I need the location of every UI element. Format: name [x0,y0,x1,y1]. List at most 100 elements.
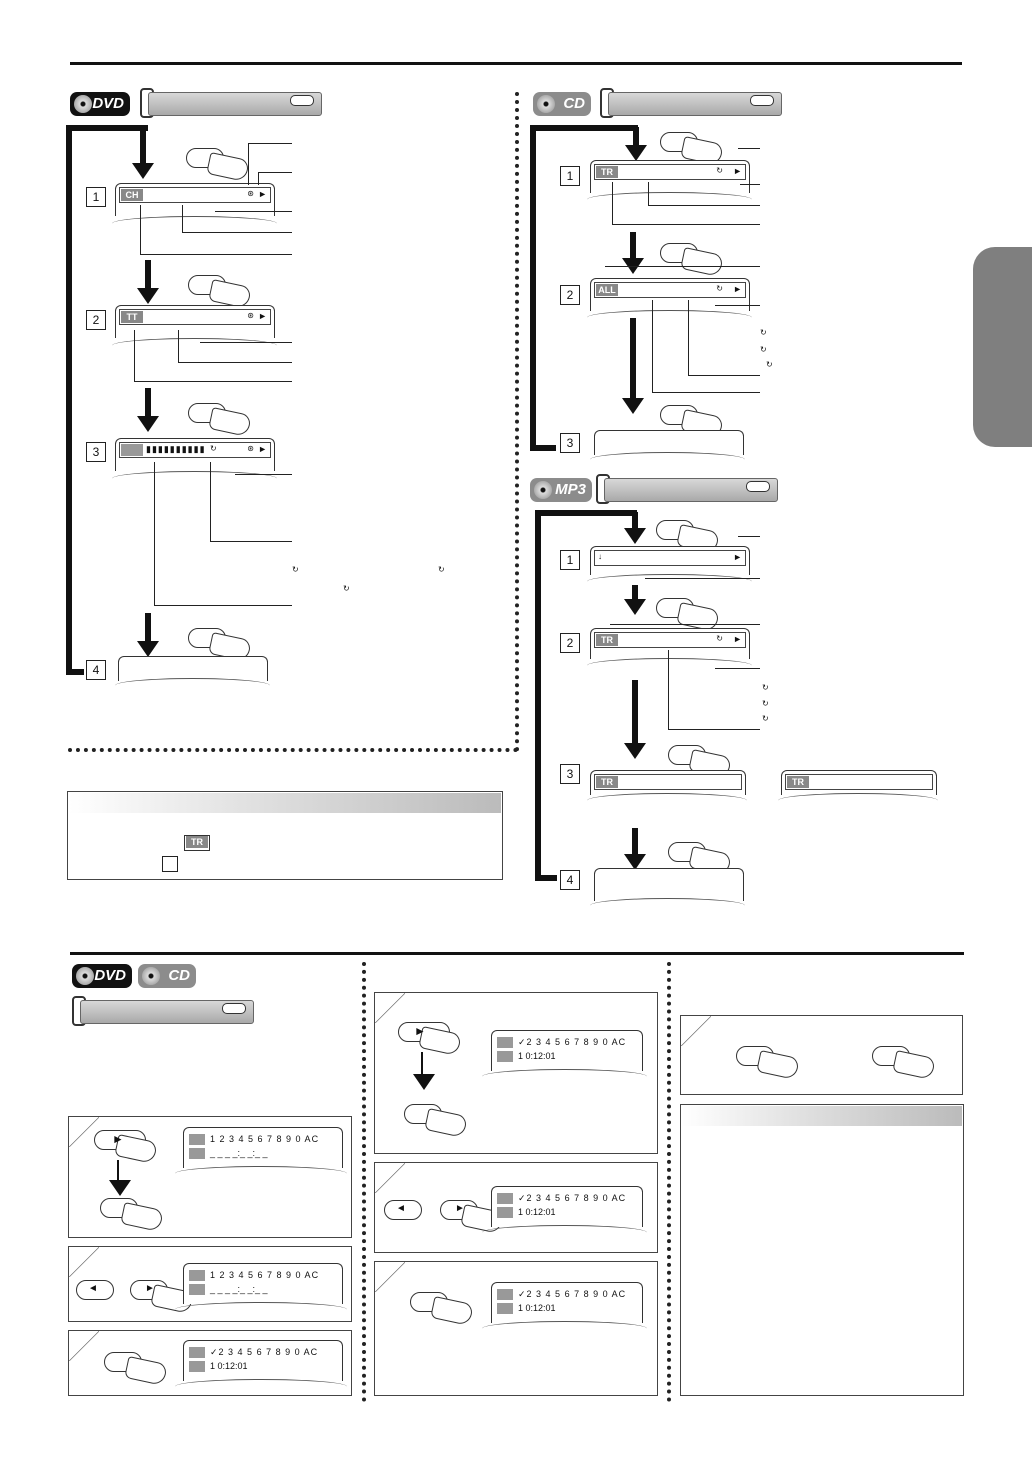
callout-line [140,254,292,255]
callout-line [612,182,613,224]
marker-time: 1 0:12:01 [518,1207,556,1217]
press-hand-icon [656,598,720,632]
camera-angle-icon: ⊛ [247,311,254,320]
marker-time: 1 0:12:01 [210,1361,248,1371]
title-label [189,1148,205,1159]
loop-line-top [66,125,148,131]
repeat-icon: ↻ [438,565,445,574]
left-button-press-icon[interactable] [384,1200,448,1234]
dvd-badge: DVD [70,92,130,116]
repeat-icon: ↻ [716,166,723,175]
callout-line [258,172,292,173]
dvd-badge: DVD [72,964,132,988]
press-hand-icon [186,148,250,182]
display-button-icon [750,95,774,106]
section-divider [515,92,519,752]
step-arrow [145,388,151,418]
track-label: TR [186,836,208,848]
title-label [497,1051,513,1062]
right-icon: ► [455,1203,465,1214]
display-button-icon [222,1003,246,1014]
callout-line [688,375,760,376]
callout-line [248,143,292,144]
step-arrow [632,828,638,856]
step-arrow [630,318,636,400]
screen-wave [112,338,277,353]
loop-line-bottom [66,669,84,675]
osd-screen-filename: TR [590,770,746,795]
screen-wave [175,1379,347,1394]
remote-display-tab [72,996,254,1024]
step-number: 2 [86,310,106,330]
callout-line [215,211,292,212]
marker-time: _ _ _ _:_ _:_ _ [210,1284,268,1294]
play-icon: ► [258,311,267,321]
step-number: 4 [560,870,580,890]
title-label [189,1361,205,1372]
step-arrow [145,260,151,290]
osd-screen-all: ALL ↻ ► [590,278,750,311]
title-label [497,1207,513,1218]
step-number: 3 [560,764,580,784]
loop-line-bottom [535,875,557,881]
step-number: 2 [560,633,580,653]
disc-icon [142,967,160,985]
screen-wave [587,793,747,808]
press-hand-icon [660,243,724,277]
press-hand-icon[interactable] [872,1046,936,1080]
callout-line [668,650,669,729]
callout-line [178,330,179,362]
loop-line-bottom [530,445,556,451]
press-hand-icon[interactable] [100,1198,164,1232]
callout-line [610,624,760,625]
play-icon: ► [733,634,742,644]
screen-wave [587,574,752,589]
callout-line [652,392,760,393]
press-hand-icon[interactable] [104,1352,168,1386]
step-number: 4 [86,660,106,680]
press-hand-icon [188,403,252,437]
repeat-icon: ↻ [716,284,723,293]
section-rule [70,952,964,955]
repeat-icon: ↻ [343,584,350,593]
callout-line [738,536,760,537]
screen-wave [482,1321,647,1336]
callout-line [210,541,292,542]
mp3-badge: MP3 [530,478,592,502]
marker-screen: ✓2 3 4 5 6 7 8 9 0 AC 1 0:12:01 [183,1340,343,1381]
disc-icon [534,481,552,499]
remote-display-tab [600,88,782,116]
callout-line [648,182,649,205]
callout-line [715,668,760,669]
repeat-icon: ↻ [760,345,767,354]
osd-screen-off [594,868,744,901]
press-hand-icon[interactable] [736,1046,800,1080]
note-box [680,1104,964,1396]
step-number: 2 [560,285,580,305]
note-header [682,1106,962,1126]
remote-display-tab [140,88,322,116]
marker-digits: ✓2 3 4 5 6 7 8 9 0 AC [518,1193,626,1204]
play-icon: ► [414,1024,426,1038]
step-arrow [632,585,638,601]
loop-line [535,510,541,880]
play-button-press-icon[interactable] [398,1022,462,1056]
press-hand-icon[interactable] [410,1292,474,1326]
callout-line [182,205,183,232]
callout-line [645,578,760,579]
callout-line [648,205,760,206]
display-button-icon [290,95,314,106]
marker-screen: ✓2 3 4 5 6 7 8 9 0 AC 1 0:12:01 [491,1186,643,1227]
play-button-press-icon[interactable] [94,1130,158,1164]
title-label [497,1303,513,1314]
step-number: 1 [560,166,580,186]
callout-line [200,342,292,343]
press-hand-icon[interactable] [404,1104,468,1138]
right-icon: ► [145,1283,155,1294]
screen-wave [590,898,745,913]
callout-line [154,462,155,605]
left-icon: ◄ [396,1203,406,1214]
camera-angle-icon: ⊛ [247,189,254,198]
top-rule [70,62,962,65]
step-arrow [630,232,636,260]
